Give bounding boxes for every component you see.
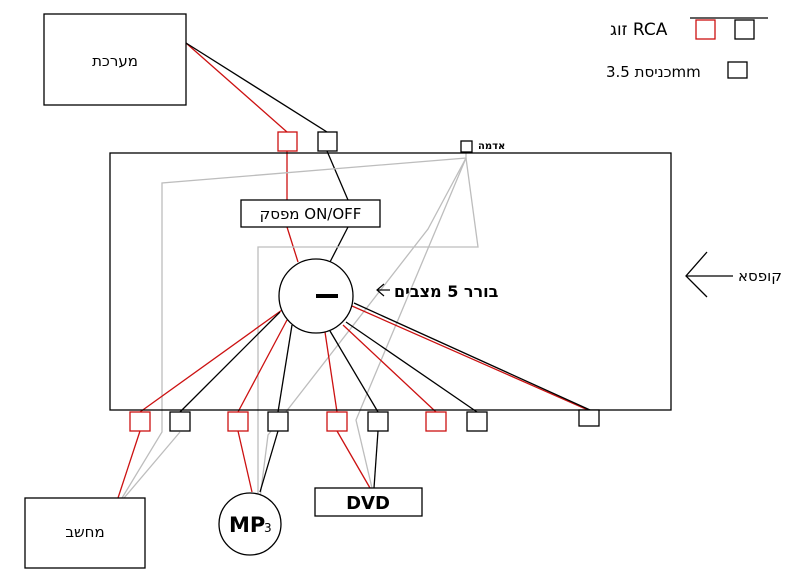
switch-label: מפסק ON/OFF [260,205,362,223]
computer-box [24,497,146,569]
bottom-rca-black-1 [169,411,191,432]
wire-switch-to-selector-black [329,226,349,263]
computer-label: מחשב [65,523,104,541]
ground-label: אדמה [478,141,505,152]
wire-system-black [185,42,328,133]
dvd-label: DVD [346,493,390,514]
bottom-rca-red-1 [129,411,151,432]
selector-pointer-icon [376,283,390,297]
legend-jack-swatch [727,61,748,79]
bottom-rca-red-3 [326,411,348,432]
wire-system-red [185,42,288,133]
mp3-device [218,492,282,556]
bottom-jack-35 [578,409,600,427]
bottom-rca-black-4 [466,411,488,432]
box-pointer-icon [685,251,733,298]
onoff-switch [240,199,381,228]
legend-rca-red-swatch [695,19,716,40]
ground-connector [460,140,473,153]
bottom-rca-black-2 [267,411,289,432]
bottom-rca-black-3 [367,411,389,432]
device-wires-black [259,430,379,493]
legend-rca-black-swatch [734,19,755,40]
selector-label: בורר 5 מצבים [394,282,499,301]
wire-switch-to-selector-red [286,226,299,263]
system-label: מערכת [92,52,138,70]
mp3-label: MP [229,513,265,537]
ground-wires [121,152,479,499]
selector-wires-red [139,305,589,413]
legend-rca-label: זוג RCA [610,20,668,40]
dvd-box [314,487,423,517]
bottom-rca-red-2 [227,411,249,432]
mp3-sub-label: 3 [264,521,272,535]
selector-indicator [316,294,338,298]
legend: זוג RCA כניסת 3.5mm [606,17,768,81]
system-box [43,13,187,106]
top-rca-black-connector [317,131,338,152]
bottom-connectors [129,409,600,432]
bottom-rca-red-4 [425,411,447,432]
main-box [109,152,672,411]
top-rca-red-connector [277,131,298,152]
box-label: קופסא [738,267,782,285]
wire-top-black-to-switch [326,150,349,201]
selector-wires-black [179,302,591,413]
legend-jack-label: כניסת 3.5mm [606,63,701,81]
device-wires-red [117,430,371,499]
